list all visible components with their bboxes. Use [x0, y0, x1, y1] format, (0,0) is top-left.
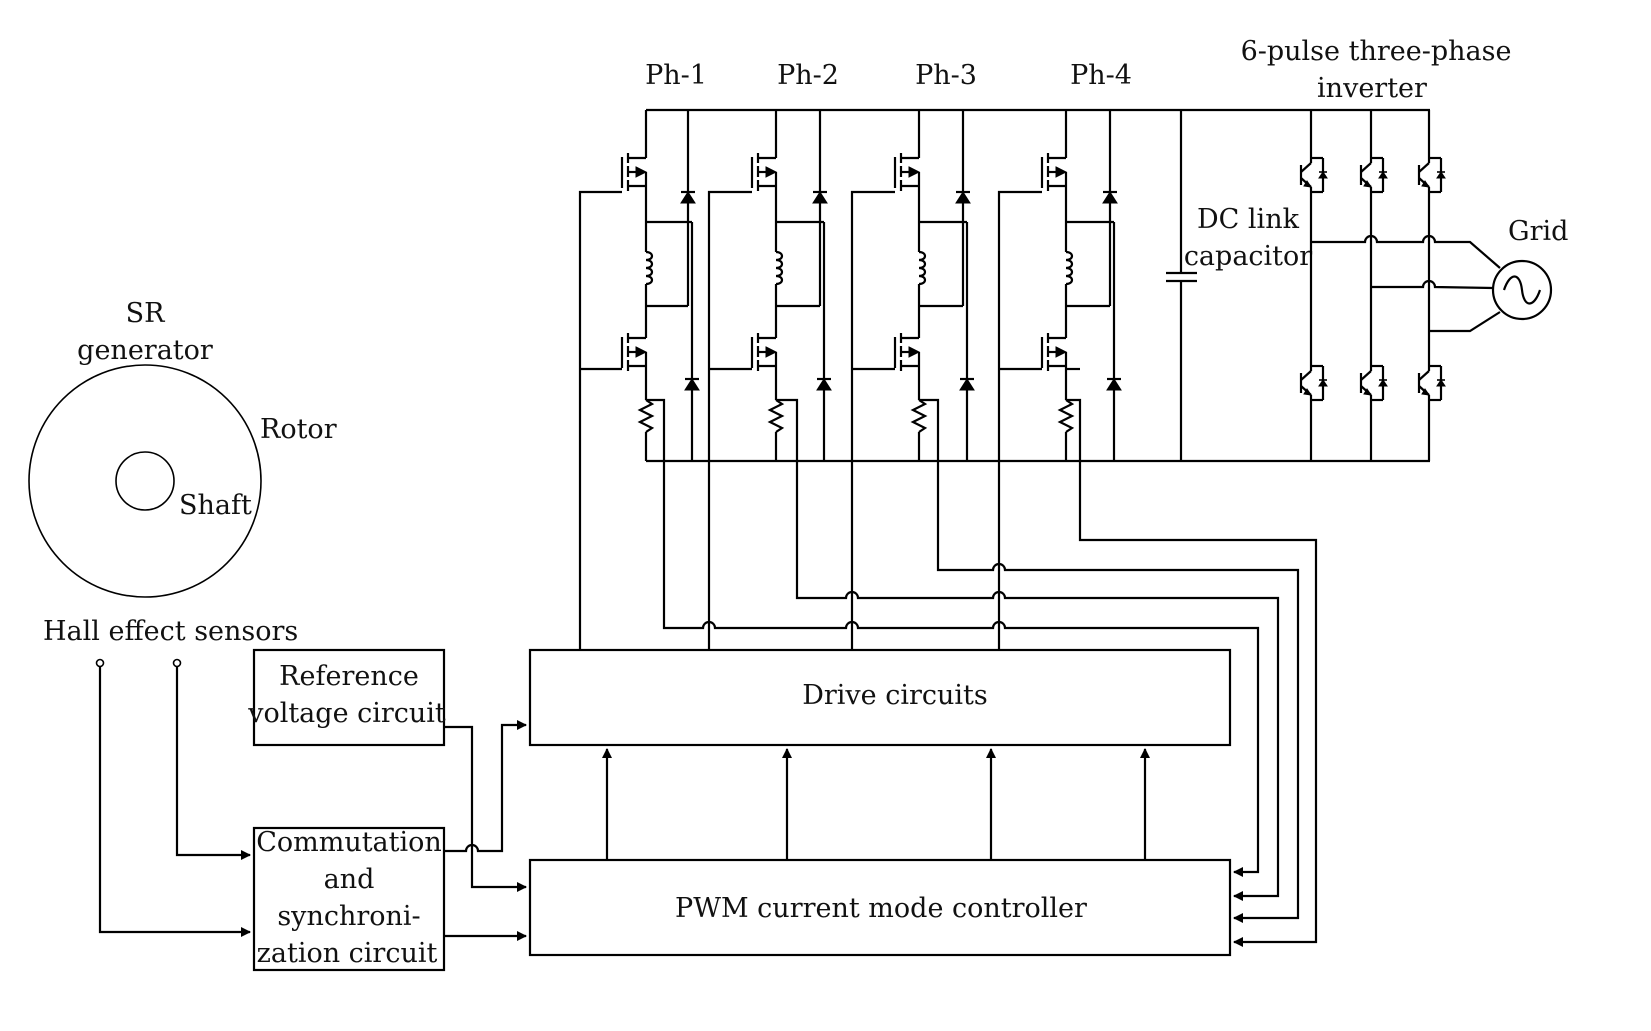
ac-line-b	[1371, 279, 1494, 290]
commutation-label-line2: and	[324, 864, 375, 895]
inverter-leg-2	[1359, 110, 1388, 461]
shaft-circle	[115, 451, 175, 511]
dc-link-label-line2: capacitor	[1184, 241, 1312, 272]
inverter-label-line1: 6-pulse three-phase	[1241, 36, 1512, 67]
inverter-leg-3	[1417, 110, 1446, 461]
ph2-label: Ph-2	[777, 60, 839, 91]
diode-icon	[816, 378, 832, 391]
reference-voltage-block	[252, 648, 446, 747]
gate-wire-phase-4	[997, 190, 1042, 650]
hall-sensor-wiring	[95, 658, 251, 937]
diode-icon	[680, 191, 696, 204]
igbt-icon	[1299, 364, 1328, 402]
mosfet-icon	[1040, 153, 1068, 191]
rotor-label: Rotor	[260, 414, 337, 445]
gate-wire-phase-1	[578, 190, 622, 650]
ph3-label: Ph-3	[915, 60, 977, 91]
phase-leg-1	[620, 110, 700, 461]
inductor-icon	[1065, 250, 1074, 286]
commutation-block	[252, 826, 446, 972]
current-feedback-wiring	[646, 367, 1318, 947]
reference-voltage-label-line1: Reference	[279, 661, 419, 692]
resistor-icon	[910, 399, 928, 433]
mosfet-icon	[620, 333, 648, 371]
sr-generator-label-line1: SR	[126, 298, 165, 329]
phase-legs	[620, 110, 1122, 461]
gate-wire-phase-2	[707, 190, 752, 650]
inverter-leg-1	[1299, 110, 1328, 461]
drive-circuits-label: Drive circuits	[802, 680, 988, 711]
rotor-circle	[28, 364, 262, 598]
mosfet-icon	[893, 333, 921, 371]
grid-label: Grid	[1508, 216, 1568, 247]
control-wiring	[444, 720, 1150, 941]
resistor-icon	[637, 399, 655, 433]
commutation-label-line1: Commutation	[256, 827, 442, 858]
feedback-wire-phase-4	[1066, 398, 1318, 947]
diode-icon	[959, 378, 975, 391]
diode-icon	[1106, 378, 1122, 391]
three-phase-inverter	[1299, 110, 1501, 461]
grid-source	[1491, 259, 1553, 321]
feedback-wire-phase-3	[919, 398, 1300, 923]
dc-link-label-line1: DC link	[1197, 204, 1300, 235]
igbt-icon	[1299, 156, 1328, 194]
commutation-label-line3: synchroni-	[277, 901, 420, 932]
mosfet-icon	[620, 153, 648, 191]
diode-icon	[684, 378, 700, 391]
inverter-label-line2: inverter	[1317, 73, 1427, 104]
pwm-controller-label: PWM current mode controller	[675, 893, 1087, 924]
mosfet-icon	[893, 153, 921, 191]
commutation-label-line4: zation circuit	[257, 938, 438, 969]
igbt-icon	[1359, 364, 1388, 402]
shaft-label: Shaft	[179, 490, 252, 521]
reference-voltage-label-line2: voltage circuit	[247, 698, 446, 729]
igbt-icon	[1417, 364, 1446, 402]
igbt-icon	[1417, 156, 1446, 194]
drive-circuits-block	[528, 648, 1232, 747]
diode-icon	[812, 191, 828, 204]
mosfet-icon	[750, 333, 778, 371]
feedback-wire-phase-2	[776, 398, 1280, 901]
inductor-icon	[645, 250, 654, 286]
hall-sensors-label: Hall effect sensors	[43, 616, 298, 647]
igbt-icon	[1359, 156, 1388, 194]
dc-bus	[646, 108, 1430, 463]
mosfet-icon	[750, 153, 778, 191]
ph1-label: Ph-1	[645, 60, 707, 91]
diode-icon	[1102, 191, 1118, 204]
phase-leg-4	[1040, 110, 1122, 461]
diode-icon	[955, 191, 971, 204]
pwm-controller-block	[528, 858, 1232, 957]
mosfet-icon	[1040, 333, 1068, 371]
gate-drive-wiring	[578, 190, 1042, 650]
resistor-icon	[767, 399, 785, 433]
sr-generator-label-line2: generator	[77, 335, 213, 366]
gate-wire-phase-3	[850, 190, 895, 650]
phase-leg-3	[893, 110, 975, 461]
ac-line-a	[1311, 234, 1501, 269]
inductor-icon	[775, 250, 784, 286]
phase-leg-2	[750, 110, 832, 461]
dc-link-capacitor	[1166, 110, 1197, 461]
resistor-icon	[1057, 399, 1075, 433]
ac-line-c	[1429, 311, 1501, 333]
ph4-label: Ph-4	[1070, 60, 1132, 91]
inductor-icon	[918, 250, 927, 286]
feedback-wire-phase-1	[646, 398, 1260, 877]
